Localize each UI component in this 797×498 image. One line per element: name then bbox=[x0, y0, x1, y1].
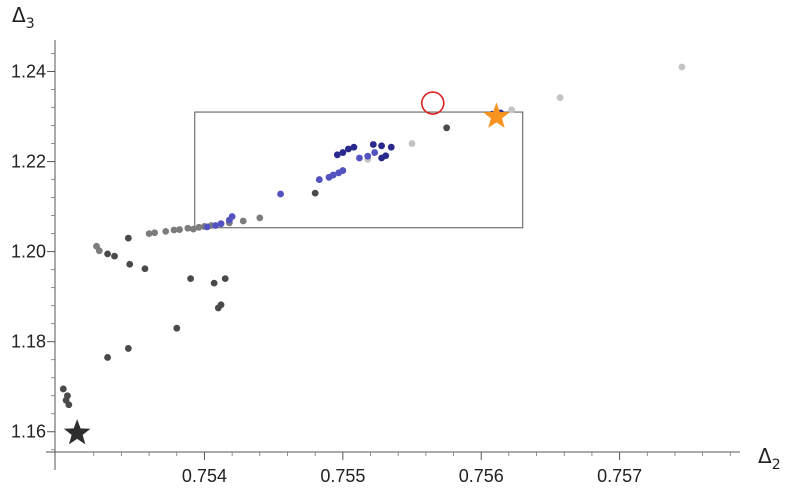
data-points bbox=[59, 63, 686, 409]
data-point bbox=[104, 250, 111, 258]
data-point bbox=[369, 141, 377, 148]
data-point bbox=[344, 145, 352, 153]
data-point bbox=[151, 229, 159, 237]
y-tick-label: 1.20 bbox=[11, 242, 46, 262]
data-point bbox=[59, 385, 67, 393]
data-point bbox=[329, 171, 337, 179]
data-point bbox=[145, 230, 153, 238]
data-point bbox=[95, 247, 103, 255]
data-point bbox=[311, 189, 319, 197]
data-point bbox=[195, 223, 203, 231]
y-axis-title-symbol: Δ bbox=[12, 3, 26, 27]
data-point bbox=[508, 106, 516, 114]
y-tick-labels: 1.16 1.18 1.20 1.22 1.24 bbox=[11, 62, 46, 442]
data-point bbox=[124, 234, 132, 242]
data-point bbox=[176, 226, 183, 233]
x-tick-labels: 0.754 0.755 0.756 0.757 bbox=[182, 466, 642, 486]
y-axis-title: Δ3 bbox=[12, 3, 35, 32]
y-tick-label: 1.16 bbox=[11, 422, 46, 442]
y-tick-label: 1.18 bbox=[11, 332, 46, 352]
data-point bbox=[556, 94, 564, 102]
data-point bbox=[382, 152, 390, 160]
data-point bbox=[408, 140, 416, 147]
x-axis-title: Δ2 bbox=[758, 444, 781, 473]
x-tick-label: 0.757 bbox=[597, 466, 642, 486]
data-point bbox=[315, 176, 323, 183]
data-point bbox=[141, 265, 149, 273]
data-point bbox=[277, 190, 284, 198]
data-point bbox=[239, 217, 247, 225]
data-point bbox=[443, 124, 451, 132]
data-point bbox=[217, 301, 225, 309]
y-axis-title-subscript: 3 bbox=[26, 16, 35, 32]
data-point bbox=[210, 279, 218, 287]
data-point bbox=[339, 149, 347, 156]
data-point bbox=[187, 275, 195, 283]
red-open-circle-marker bbox=[420, 91, 445, 115]
data-point bbox=[203, 223, 211, 231]
major-ticks bbox=[47, 71, 621, 460]
y-tick-label: 1.24 bbox=[11, 62, 46, 82]
data-point bbox=[189, 225, 197, 233]
minor-ticks bbox=[51, 53, 731, 456]
x-axis-title-symbol: Δ bbox=[758, 444, 772, 468]
data-point bbox=[126, 260, 134, 268]
data-point bbox=[162, 227, 170, 235]
data-point bbox=[184, 224, 192, 232]
orange-star-marker bbox=[483, 102, 510, 128]
data-point bbox=[387, 143, 395, 151]
data-point bbox=[371, 149, 379, 156]
data-point bbox=[217, 220, 225, 228]
x-tick-label: 0.755 bbox=[320, 466, 365, 486]
data-point bbox=[350, 143, 358, 151]
data-point bbox=[333, 151, 341, 159]
data-point bbox=[124, 345, 132, 352]
x-axis-title-subscript: 2 bbox=[772, 457, 781, 473]
data-point bbox=[356, 154, 363, 162]
data-point bbox=[221, 275, 229, 283]
data-point bbox=[256, 214, 264, 222]
data-point bbox=[228, 213, 236, 220]
special-markers bbox=[63, 91, 510, 445]
axes bbox=[46, 40, 740, 470]
data-point bbox=[173, 324, 181, 332]
data-point bbox=[104, 354, 111, 361]
data-point bbox=[339, 167, 347, 174]
data-point bbox=[170, 226, 178, 234]
highlight-region-box bbox=[194, 111, 524, 229]
data-point bbox=[111, 252, 118, 260]
data-point bbox=[65, 401, 73, 409]
data-point bbox=[364, 152, 372, 160]
x-tick-label: 0.754 bbox=[182, 466, 227, 486]
y-tick-label: 1.22 bbox=[11, 152, 46, 172]
data-point bbox=[678, 63, 686, 71]
data-point bbox=[212, 222, 219, 229]
dark-star-marker bbox=[63, 419, 91, 445]
x-tick-label: 0.756 bbox=[459, 466, 504, 486]
data-point bbox=[378, 142, 385, 150]
